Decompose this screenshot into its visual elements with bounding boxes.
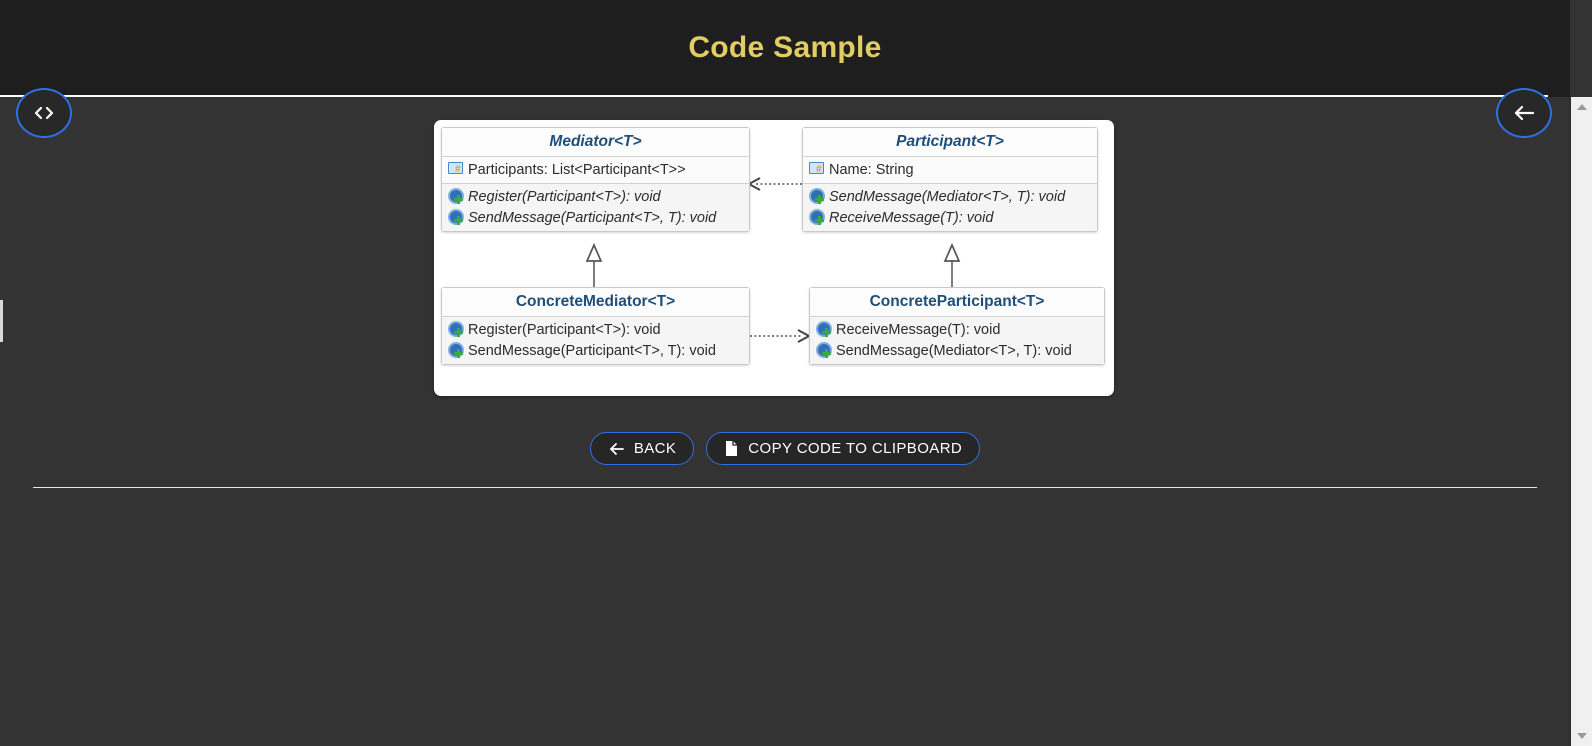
action-bar: BACK COPY CODE TO CLIPBOARD xyxy=(0,432,1570,465)
uml-attribute-row: Name: String xyxy=(803,159,1097,180)
property-icon xyxy=(809,161,826,178)
arrow-left-icon xyxy=(608,442,625,456)
uml-methods-section: Register(Participant<T>): void SendMessa… xyxy=(442,317,749,364)
method-icon xyxy=(448,188,465,205)
uml-methods-section: ReceiveMessage(T): void SendMessage(Medi… xyxy=(810,317,1104,364)
uml-methods-section: SendMessage(Mediator<T>, T): void Receiv… xyxy=(803,184,1097,231)
uml-methods-section: Register(Participant<T>): void SendMessa… xyxy=(442,184,749,231)
back-button-label: BACK xyxy=(633,440,677,457)
scrollbar-up-button[interactable] xyxy=(1571,97,1592,117)
property-icon xyxy=(448,161,465,178)
copy-code-button[interactable]: COPY CODE TO CLIPBOARD xyxy=(706,432,981,465)
uml-attributes-section: Name: String xyxy=(803,157,1097,184)
uml-method-row: ReceiveMessage(T): void xyxy=(803,207,1097,228)
method-icon xyxy=(816,321,833,338)
uml-class-title: Mediator<T> xyxy=(442,128,749,157)
arrow-left-icon xyxy=(1511,104,1537,122)
uml-class-concrete-mediator[interactable]: ConcreteMediator<T> Register(Participant… xyxy=(441,287,750,365)
file-copy-icon xyxy=(724,440,739,457)
uml-class-title: ConcreteMediator<T> xyxy=(442,288,749,317)
uml-method-row: SendMessage(Participant<T>, T): void xyxy=(442,340,749,361)
method-icon xyxy=(448,342,465,359)
page-title: Code Sample xyxy=(688,30,882,64)
content-divider xyxy=(33,487,1537,488)
uml-attribute-row: Participants: List<Participant<T>> xyxy=(442,159,749,180)
vertical-scrollbar[interactable] xyxy=(1570,97,1592,746)
method-icon xyxy=(448,321,465,338)
left-edge-marker xyxy=(0,300,3,342)
method-icon xyxy=(816,342,833,359)
method-icon xyxy=(448,209,465,226)
uml-method-row: Register(Participant<T>): void xyxy=(442,186,749,207)
uml-class-title: Participant<T> xyxy=(803,128,1097,157)
back-navigation-button[interactable] xyxy=(1496,88,1552,138)
uml-class-participant[interactable]: Participant<T> Name: String SendMessage(… xyxy=(802,127,1098,232)
uml-method-row: ReceiveMessage(T): void xyxy=(810,319,1104,340)
uml-class-title: ConcreteParticipant<T> xyxy=(810,288,1104,317)
method-icon xyxy=(809,188,826,205)
uml-attributes-section: Participants: List<Participant<T>> xyxy=(442,157,749,184)
uml-class-concrete-participant[interactable]: ConcreteParticipant<T> ReceiveMessage(T)… xyxy=(809,287,1105,365)
uml-method-row: SendMessage(Mediator<T>, T): void xyxy=(810,340,1104,361)
page-header: Code Sample xyxy=(0,0,1570,97)
header-right-filler xyxy=(1548,0,1570,97)
uml-method-row: SendMessage(Mediator<T>, T): void xyxy=(803,186,1097,207)
uml-class-mediator[interactable]: Mediator<T> Participants: List<Participa… xyxy=(441,127,750,232)
uml-diagram-card: Mediator<T> Participants: List<Participa… xyxy=(434,120,1114,396)
code-toggle-button[interactable] xyxy=(16,88,72,138)
scrollbar-down-button[interactable] xyxy=(1571,726,1592,746)
uml-method-row: SendMessage(Participant<T>, T): void xyxy=(442,207,749,228)
triangle-up-icon xyxy=(1577,104,1587,110)
uml-method-row: Register(Participant<T>): void xyxy=(442,319,749,340)
method-icon xyxy=(809,209,826,226)
triangle-down-icon xyxy=(1577,733,1587,739)
back-button[interactable]: BACK xyxy=(589,432,695,465)
copy-code-button-label: COPY CODE TO CLIPBOARD xyxy=(748,440,963,457)
uml-diagram: Mediator<T> Participants: List<Participa… xyxy=(434,120,1114,396)
code-icon xyxy=(32,105,56,121)
